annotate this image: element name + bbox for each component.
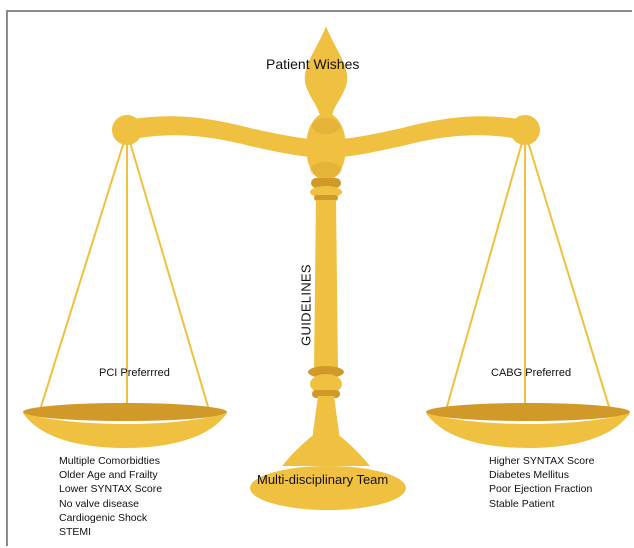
right-pan bbox=[426, 403, 630, 448]
patient-wishes-label: Patient Wishes bbox=[266, 56, 360, 72]
left-pan bbox=[23, 403, 227, 448]
cabg-factor: Poor Ejection Fraction bbox=[489, 483, 593, 496]
cabg-factor: Diabetes Mellitus bbox=[489, 469, 569, 482]
pci-factor-list: Multiple Comorbidties Older Age and Frai… bbox=[59, 454, 162, 539]
pci-factor: Cardiogenic Shock bbox=[59, 511, 148, 524]
pci-factor: STEMI bbox=[59, 526, 92, 539]
pci-factor: Multiple Comorbidties bbox=[59, 455, 160, 467]
pci-factor: Older Age and Frailty bbox=[59, 469, 158, 482]
scale-base bbox=[250, 466, 406, 510]
finial bbox=[304, 26, 348, 116]
pci-factor: Lower SYNTAX Score bbox=[59, 483, 163, 496]
cabg-factor: Stable Patient bbox=[489, 497, 555, 510]
central-pillar bbox=[314, 200, 338, 370]
right-beam-knob bbox=[510, 115, 540, 145]
pci-preferred-label: PCI Preferrred bbox=[99, 367, 170, 379]
cabg-factor: Higher SYNTAX Score bbox=[489, 455, 595, 467]
cabg-factor-list: Higher SYNTAX Score Diabetes Mellitus Po… bbox=[489, 454, 594, 511]
scale-beam bbox=[127, 116, 525, 158]
left-beam-knob bbox=[112, 115, 142, 145]
cabg-preferred-label: CABG Preferred bbox=[491, 367, 572, 379]
guidelines-label: GUIDELINES bbox=[298, 264, 314, 346]
pci-factor: No valve disease bbox=[59, 497, 139, 510]
right-pan-strings bbox=[445, 131, 611, 411]
multidisciplinary-team-label: Multi-disciplinary Team bbox=[257, 472, 389, 487]
left-pan-strings bbox=[39, 131, 210, 411]
central-hub bbox=[306, 113, 346, 181]
